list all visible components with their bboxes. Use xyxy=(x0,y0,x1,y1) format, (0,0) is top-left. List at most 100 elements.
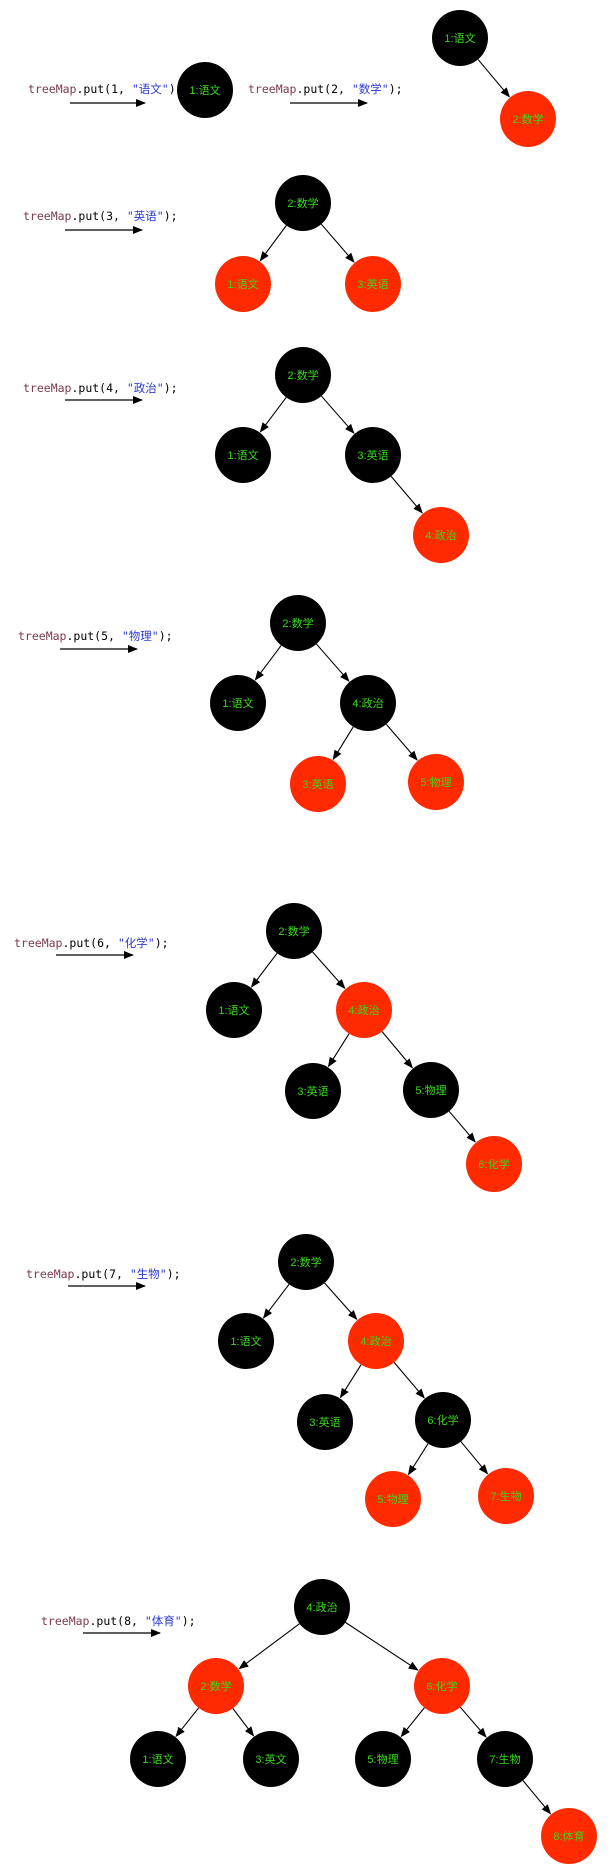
code-end: ); xyxy=(169,82,183,96)
node-label: 1:语文 xyxy=(230,1334,261,1348)
code-call: .put(2, xyxy=(296,82,351,96)
tree-edge-n2-n4 xyxy=(324,1282,358,1321)
node-circle xyxy=(403,1062,459,1118)
code-call: .put(3, xyxy=(71,209,126,223)
node-label: 3:英语 xyxy=(309,1415,340,1429)
node-label: 2:数学 xyxy=(282,616,313,630)
tree-edge-n2-n1 xyxy=(250,952,278,988)
code-string: "政治" xyxy=(127,381,164,395)
tree-node-n2-red: 2:数学 xyxy=(500,91,556,147)
tree-edge-n4-n2 xyxy=(238,1623,300,1670)
node-circle xyxy=(541,1808,597,1864)
tree-edge-n4-n3 xyxy=(327,1033,350,1068)
node-label: 4:政治 xyxy=(352,696,383,710)
tree-node-n3-red: 3:英语 xyxy=(345,256,401,312)
code-line-put-3: treeMap.put(3, "英语"); xyxy=(23,209,178,223)
tree-edge-n2-n3 xyxy=(321,395,355,434)
node-circle xyxy=(130,1731,186,1787)
tree-node-n4-red: 4:政治 xyxy=(413,507,469,563)
code-call: .put(1, xyxy=(76,82,131,96)
code-line-put-6: treeMap.put(6, "化学"); xyxy=(14,936,169,950)
tree-node-n5-black: 5:物理 xyxy=(355,1731,411,1787)
node-circle xyxy=(275,175,331,231)
code-string: "化学" xyxy=(118,936,155,950)
tree-node-n3-black: 3:英语 xyxy=(297,1394,353,1450)
tree-edge-n2-n1 xyxy=(259,397,287,433)
node-label: 2:数学 xyxy=(287,368,318,382)
node-circle xyxy=(355,1731,411,1787)
node-label: 1:语文 xyxy=(142,1752,173,1766)
code-line-put-4: treeMap.put(4, "政治"); xyxy=(23,381,178,395)
code-object: treeMap xyxy=(23,209,72,223)
node-circle xyxy=(275,347,331,403)
node-label: 1:语文 xyxy=(227,448,258,462)
code-call: .put(6, xyxy=(62,936,117,950)
tree-node-n2-black: 2:数学 xyxy=(270,595,326,651)
node-label: 3:英语 xyxy=(357,448,388,462)
node-circle xyxy=(478,1468,534,1524)
code-line-put-5: treeMap.put(5, "物理"); xyxy=(18,629,173,643)
code-object: treeMap xyxy=(14,936,63,950)
tree-edge-n5-n6 xyxy=(448,1110,476,1143)
node-label: 7:生物 xyxy=(490,1489,521,1503)
tree-edge-n4-n3 xyxy=(339,1364,362,1399)
node-circle xyxy=(218,1313,274,1369)
node-label: 2:数学 xyxy=(278,924,309,938)
tree-edge-n1-n2 xyxy=(477,59,510,98)
node-label: 6:化学 xyxy=(427,1413,458,1427)
code-object: treeMap xyxy=(18,629,67,643)
code-call: .put(8, xyxy=(89,1614,144,1628)
node-label: 5:物理 xyxy=(415,1083,446,1097)
tree-node-n2-black: 2:数学 xyxy=(275,175,331,231)
node-circle xyxy=(415,1392,471,1448)
tree-node-n1-black: 1:语文 xyxy=(215,427,271,483)
node-label: 3:英语 xyxy=(297,1084,328,1098)
tree-node-n5-red: 5:物理 xyxy=(365,1471,421,1527)
tree-edge-n6-n5 xyxy=(400,1707,425,1738)
tree-node-n4-black: 4:政治 xyxy=(340,675,396,731)
tree-node-n7-black: 7:生物 xyxy=(477,1731,533,1787)
node-label: 1:语文 xyxy=(444,31,475,45)
node-label: 3:英语 xyxy=(302,777,333,791)
code-line-put-7: treeMap.put(7, "生物"); xyxy=(26,1267,181,1281)
node-label: 1:语文 xyxy=(222,696,253,710)
tree-node-n3-black: 3:英文 xyxy=(243,1731,299,1787)
node-label: 8:体育 xyxy=(553,1829,584,1843)
tree-node-n1-black: 1:语文 xyxy=(206,982,262,1038)
code-end: ); xyxy=(155,936,169,950)
node-circle xyxy=(336,982,392,1038)
code-string: "语文" xyxy=(132,82,169,96)
tree-edge-n7-n8 xyxy=(522,1780,552,1815)
node-circle xyxy=(340,675,396,731)
node-label: 7:生物 xyxy=(489,1752,520,1766)
node-circle xyxy=(206,982,262,1038)
tree-node-n1-black: 1:语文 xyxy=(210,675,266,731)
tree-node-n2-red: 2:数学 xyxy=(188,1658,244,1714)
tree-node-n1-black: 1:语文 xyxy=(130,1731,186,1787)
tree-node-n5-black: 5:物理 xyxy=(403,1062,459,1118)
code-object: treeMap xyxy=(28,82,77,96)
tree-node-n8-red: 8:体育 xyxy=(541,1808,597,1864)
node-circle xyxy=(413,507,469,563)
tree-edge-n2-n3 xyxy=(320,223,355,263)
tree-node-n2-black: 2:数学 xyxy=(278,1234,334,1290)
node-label: 5:物理 xyxy=(377,1492,408,1506)
node-circle xyxy=(215,256,271,312)
tree-edge-n6-n5 xyxy=(407,1443,429,1476)
node-label: 1:语文 xyxy=(227,277,258,291)
code-end: ); xyxy=(167,1267,181,1281)
tree-node-n2-black: 2:数学 xyxy=(275,347,331,403)
tree-node-n1-black: 1:语文 xyxy=(432,10,488,66)
tree-edge-n6-n7 xyxy=(459,1706,487,1738)
node-label: 6:化学 xyxy=(478,1157,509,1171)
tree-node-n3-red: 3:英语 xyxy=(290,756,346,812)
code-line-put-8: treeMap.put(8, "体育"); xyxy=(41,1614,196,1628)
node-label: 2:数学 xyxy=(290,1255,321,1269)
code-string: "生物" xyxy=(130,1267,167,1281)
code-object: treeMap xyxy=(26,1267,75,1281)
node-circle xyxy=(408,754,464,810)
node-label: 5:物理 xyxy=(367,1752,398,1766)
tree-node-n6-red: 6:化学 xyxy=(414,1658,470,1714)
tree-node-n7-red: 7:生物 xyxy=(478,1468,534,1524)
node-circle xyxy=(414,1658,470,1714)
